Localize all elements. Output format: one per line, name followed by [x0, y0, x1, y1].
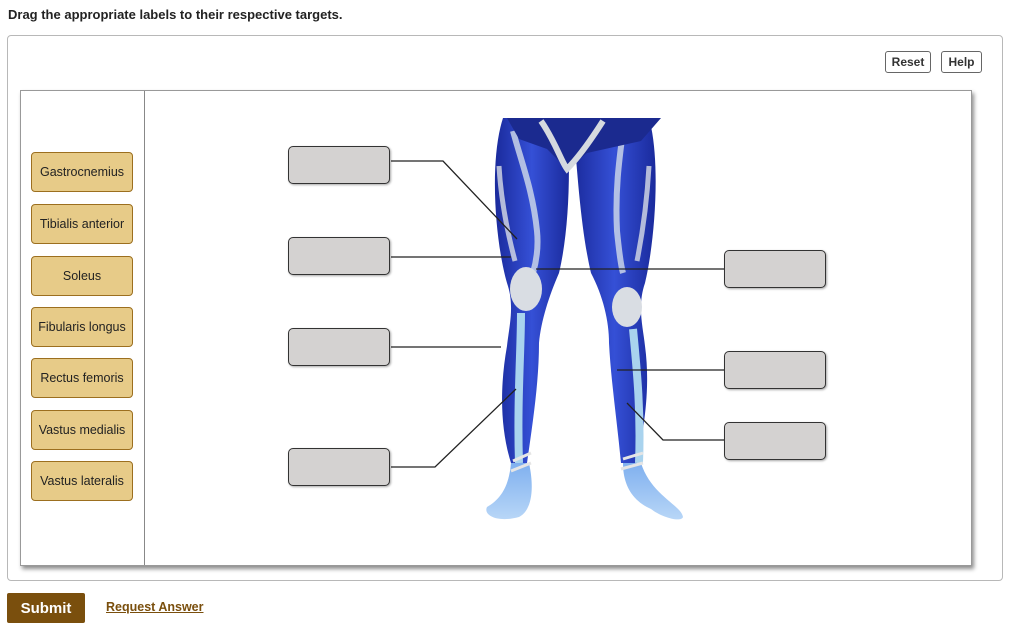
draggable-label-fibularis-longus[interactable]: Fibularis longus: [31, 307, 133, 347]
submit-button[interactable]: Submit: [7, 593, 85, 623]
label-bank: Gastrocnemius Tibialis anterior Soleus F…: [21, 91, 145, 565]
leader-lines: [391, 160, 724, 468]
request-answer-link[interactable]: Request Answer: [106, 600, 204, 614]
draggable-label-soleus[interactable]: Soleus: [31, 256, 133, 296]
draggable-label-vastus-lateralis[interactable]: Vastus lateralis: [31, 461, 133, 501]
draggable-label-tibialis-anterior[interactable]: Tibialis anterior: [31, 204, 133, 244]
left-leg: [573, 118, 683, 520]
right-leg: [486, 118, 569, 520]
drop-target-6[interactable]: [724, 422, 826, 460]
leg-muscle-illustration: [391, 118, 724, 520]
drop-target-7[interactable]: [288, 448, 390, 486]
drop-target-2[interactable]: [288, 237, 390, 275]
drop-target-5[interactable]: [724, 351, 826, 389]
drop-target-1[interactable]: [288, 146, 390, 184]
draggable-label-rectus-femoris[interactable]: Rectus femoris: [31, 358, 133, 398]
draggable-label-gastrocnemius[interactable]: Gastrocnemius: [31, 152, 133, 192]
drag-drop-workspace: Gastrocnemius Tibialis anterior Soleus F…: [20, 90, 972, 566]
instruction-text: Drag the appropriate labels to their res…: [8, 7, 343, 22]
help-button[interactable]: Help: [941, 51, 982, 73]
draggable-label-vastus-medialis[interactable]: Vastus medialis: [31, 410, 133, 450]
drop-target-4[interactable]: [288, 328, 390, 366]
drop-target-3[interactable]: [724, 250, 826, 288]
reset-button[interactable]: Reset: [885, 51, 931, 73]
